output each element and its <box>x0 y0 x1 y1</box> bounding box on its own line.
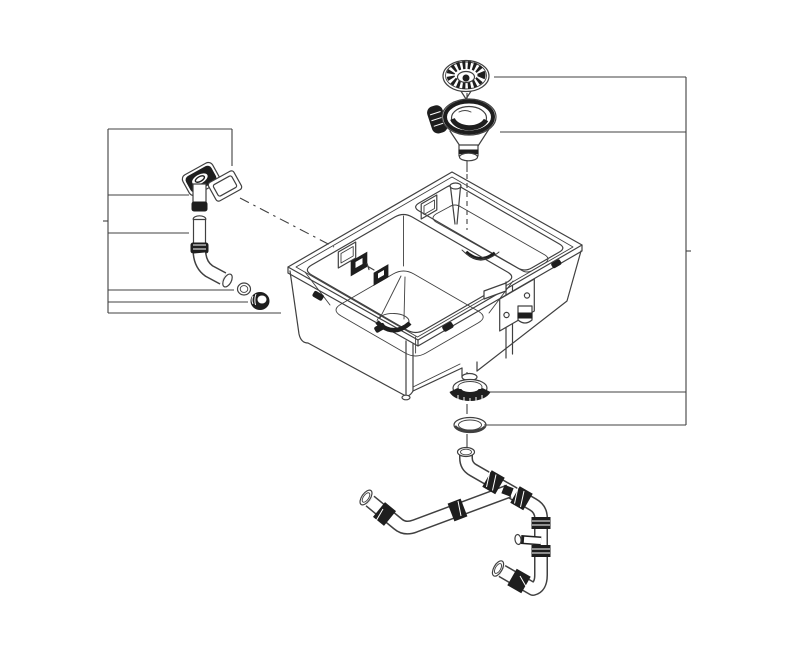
overflow-trim-set <box>337 241 389 286</box>
overflow-nut <box>250 292 270 310</box>
sink-body <box>287 171 583 401</box>
mounting-bracket <box>483 278 535 359</box>
overflow-pipe-upper <box>191 183 208 212</box>
basket-strainer <box>427 98 497 162</box>
overflow-cover-seal <box>207 170 243 202</box>
strainer-plug <box>442 59 490 100</box>
space-saver-trap <box>359 446 551 596</box>
leader-lines <box>103 76 691 450</box>
drain-nut <box>449 378 491 404</box>
overflow-o-ring <box>236 282 252 296</box>
overflow-pipe-lower <box>190 215 209 254</box>
leader-line <box>239 197 335 248</box>
overflow-elbow <box>192 252 233 288</box>
drain-seal <box>453 416 487 434</box>
